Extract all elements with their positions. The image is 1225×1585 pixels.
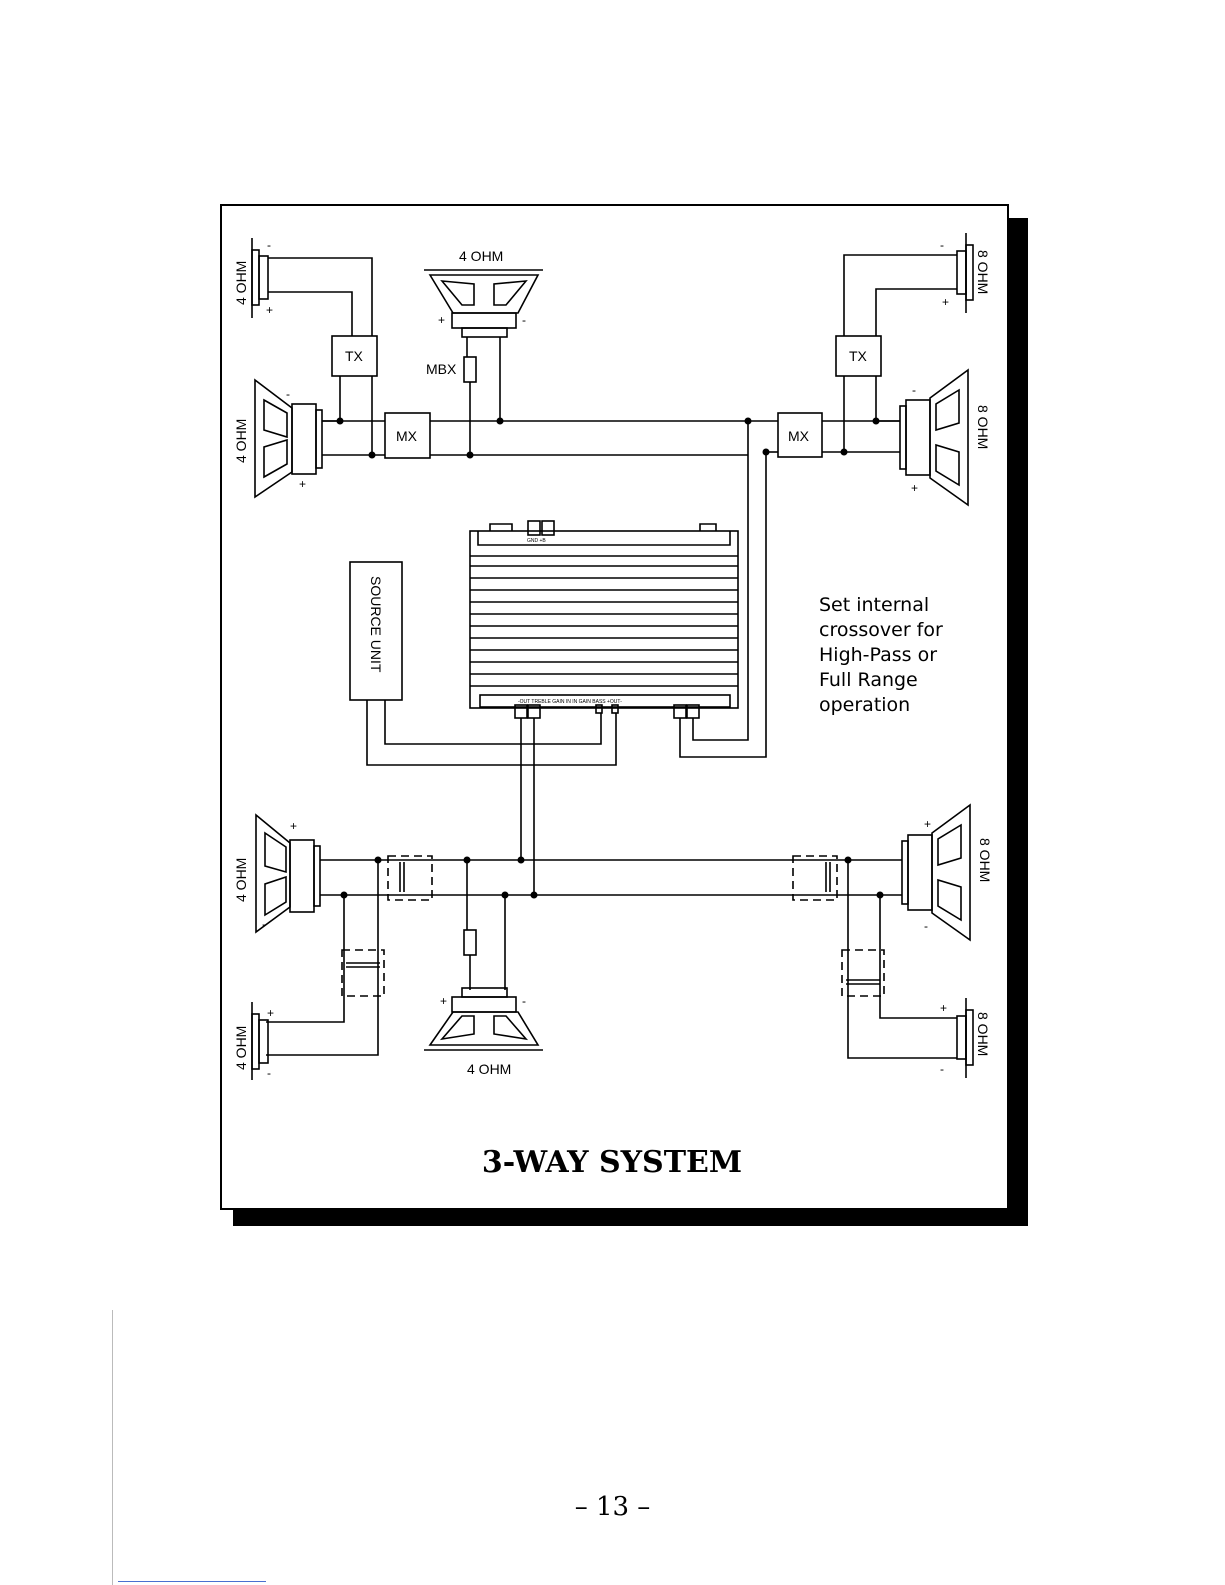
- label-mid-bottom-left: 4 OHM: [233, 858, 249, 902]
- note-line: Full Range: [819, 669, 918, 691]
- polarity-mark: +: [299, 477, 306, 491]
- margin-rule: [112, 1310, 113, 1585]
- polarity-mark: +: [290, 819, 297, 833]
- polarity-mark: -: [286, 387, 290, 401]
- polarity-mark: -: [522, 994, 526, 1008]
- label-mx-right: MX: [788, 428, 810, 444]
- polarity-mark: +: [942, 295, 949, 309]
- label-tweeter-bottom-right: 8 OHM: [975, 1012, 991, 1056]
- polarity-mark: -: [267, 1066, 271, 1080]
- note-line: Set internal: [819, 594, 929, 616]
- label-woofer-bottom: 4 OHM: [467, 1061, 511, 1077]
- note-line: crossover for: [819, 619, 943, 641]
- polarity-mark: +: [924, 817, 931, 831]
- polarity-mark: +: [940, 1001, 947, 1015]
- polarity-mark: -: [912, 383, 916, 397]
- label-tweeter-bottom-left: 4 OHM: [233, 1026, 249, 1070]
- polarity-mark: -: [267, 238, 271, 252]
- note-line: operation: [819, 694, 910, 716]
- polarity-mark: -: [940, 1062, 944, 1076]
- polarity-mark: -: [924, 919, 928, 933]
- polarity-mark: -: [262, 917, 266, 931]
- polarity-mark: +: [266, 303, 273, 317]
- polarity-mark: +: [911, 481, 918, 495]
- label-source-unit: SOURCE UNIT: [368, 576, 384, 673]
- label-mx-left: MX: [396, 428, 418, 444]
- label-tweeter-top-right: 8 OHM: [975, 250, 991, 294]
- diagram-title: 3-WAY SYSTEM: [482, 1145, 742, 1180]
- label-tx-left: TX: [345, 348, 364, 364]
- label-woofer-top: 4 OHM: [459, 248, 503, 264]
- label-mid-top-left: 4 OHM: [233, 419, 249, 463]
- polarity-mark: -: [940, 238, 944, 252]
- polarity-mark: +: [438, 313, 445, 327]
- label-mid-bottom-right: 8 OHM: [977, 838, 993, 882]
- label-tx-right: TX: [849, 348, 868, 364]
- label-mid-top-right: 8 OHM: [975, 405, 991, 449]
- amp-top-terminal-labels: GND +B: [527, 538, 546, 544]
- footnote-rule: [118, 1581, 266, 1582]
- note-line: High-Pass or: [819, 644, 937, 666]
- polarity-mark: +: [440, 994, 447, 1008]
- label-mbx: MBX: [426, 361, 457, 377]
- polarity-mark: -: [522, 313, 526, 327]
- label-tweeter-top-left: 4 OHM: [233, 261, 249, 305]
- page-number: – 13 –: [0, 1492, 1225, 1522]
- amp-bottom-panel-labels: -OUT TREBLE GAIN IN IN GAIN BASS +OUT-: [518, 699, 622, 705]
- polarity-mark: +: [267, 1006, 274, 1020]
